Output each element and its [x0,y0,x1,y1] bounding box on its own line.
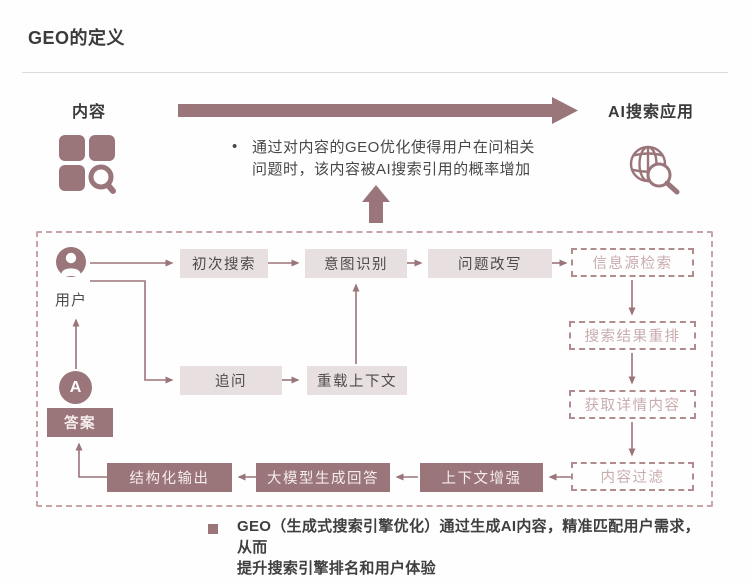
footer-bullet-icon [208,524,218,534]
node-result-rerank: 搜索结果重排 [569,321,696,350]
user-label: 用户 [54,292,87,309]
node-follow-up: 追问 [180,366,282,395]
footer-note-line2: 提升搜索引擎排名和用户体验 [237,560,436,577]
flowchart-frame [36,231,713,507]
user-avatar-icon [56,247,86,277]
top-note: 通过对内容的GEO优化使得用户在问相关 问题时，该内容被AI搜索引用的概率增加 [252,137,572,181]
node-structured-output: 结构化输出 [107,463,232,492]
footer-note-line1: GEO（生成式搜索引擎优化）通过生成AI内容，精准匹配用户需求，从而 [237,518,700,556]
footer-note: GEO（生成式搜索引擎优化）通过生成AI内容，精准匹配用户需求，从而 提升搜索引… [237,516,707,579]
note-bullet: • [232,138,238,155]
top-note-line1: 通过对内容的GEO优化使得用户在问相关 [252,139,535,156]
node-answer: 答案 [47,408,113,437]
node-context-enhance: 上下文增强 [420,463,543,492]
connector-structured-answer [75,442,107,478]
content-label: 内容 [72,104,107,121]
node-fetch-details: 获取详情内容 [569,390,696,419]
node-source-retrieval: 信息源检索 [571,248,694,277]
note-up-arrow [362,185,390,223]
ai-search-label: AI搜索应用 [608,104,695,121]
content-to-ai-arrow [178,97,578,124]
divider [22,72,728,73]
connector-user-follow-up [90,280,174,384]
node-intent-recognition: 意图识别 [305,249,407,278]
node-first-search: 初次搜索 [180,249,268,278]
content-grid-icon [59,135,116,194]
top-note-line2: 问题时，该内容被AI搜索引用的概率增加 [252,161,531,178]
page-title: GEO的定义 [28,28,126,48]
ai-search-globe-icon [629,145,680,195]
answer-initial-badge: A [59,371,92,404]
node-question-rewrite: 问题改写 [428,249,552,278]
node-reload-context: 重载上下文 [307,366,407,395]
node-content-filter: 内容过滤 [571,462,694,491]
node-llm-generate: 大模型生成回答 [256,463,390,492]
